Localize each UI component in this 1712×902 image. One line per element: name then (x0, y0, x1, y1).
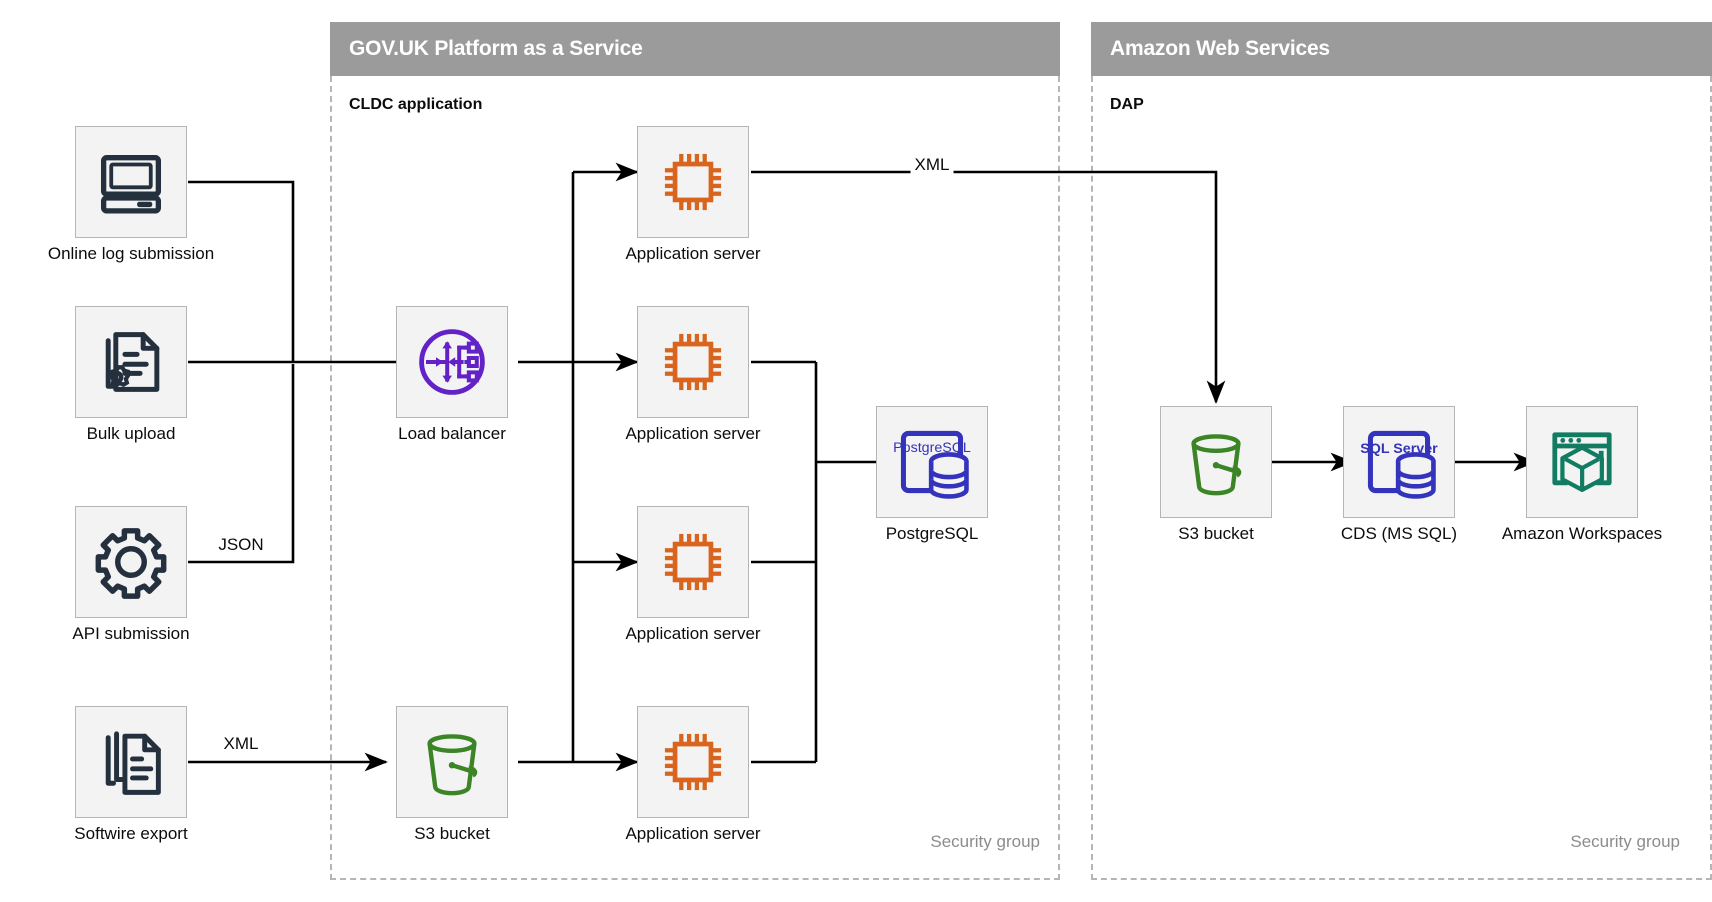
node-box-bulk-upload[interactable] (75, 306, 187, 418)
node-label-postgresql: PostgreSQL (885, 524, 979, 543)
cpu-chip-icon (664, 533, 722, 591)
bucket-icon (1191, 434, 1242, 496)
desktop-computer-icon (100, 155, 162, 214)
node-box-s3-bucket-paas[interactable] (396, 706, 508, 818)
node-box-amazon-workspaces[interactable] (1526, 406, 1638, 518)
postgresql-icon: PostgreSQL (893, 430, 971, 499)
node-label-load-balancer: Load balancer (398, 424, 506, 443)
gear-icon (95, 528, 167, 599)
node-label-s3-bucket-aws: S3 bucket (1178, 524, 1254, 543)
node-label-softwire-export: Softwire export (74, 824, 188, 843)
document-gear-icon (105, 332, 160, 392)
edge-label-xml-transfer: XML (910, 155, 954, 175)
node-box-postgresql[interactable]: PostgreSQL (876, 406, 988, 518)
node-label-app-server-4: Application server (625, 824, 761, 843)
node-label-s3-bucket-paas: S3 bucket (414, 824, 490, 843)
node-box-app-server-1[interactable] (637, 126, 749, 238)
node-box-online-log-submission[interactable] (75, 126, 187, 238)
group-body-paas (330, 76, 1060, 880)
node-label-amazon-workspaces: Amazon Workspaces (1501, 524, 1663, 543)
node-box-app-server-2[interactable] (637, 306, 749, 418)
group-sublabel-cldc-application: CLDC application (349, 96, 483, 113)
cpu-chip-icon (664, 153, 722, 211)
node-label-cds-ms-sql: CDS (MS SQL) (1340, 524, 1458, 543)
cpu-chip-icon (664, 733, 722, 791)
edge-label-json: JSON (214, 535, 268, 555)
node-label-app-server-2: Application server (625, 424, 761, 443)
load-balancer-icon (419, 329, 485, 395)
security-group-label-aws: Security group (1570, 832, 1680, 851)
node-box-cds-ms-sql[interactable]: SQL Server (1343, 406, 1455, 518)
node-box-app-server-4[interactable] (637, 706, 749, 818)
workspaces-icon (1552, 432, 1612, 493)
sql-server-icon: SQL Server (1360, 430, 1438, 499)
group-body-aws (1091, 76, 1712, 880)
postgresql-icon-text: PostgreSQL (893, 440, 971, 456)
node-label-api-submission: API submission (72, 624, 190, 643)
node-label-app-server-1: Application server (625, 244, 761, 263)
node-box-app-server-3[interactable] (637, 506, 749, 618)
group-header-aws: Amazon Web Services (1091, 22, 1712, 76)
node-box-load-balancer[interactable] (396, 306, 508, 418)
node-label-app-server-3: Application server (625, 624, 761, 643)
node-box-api-submission[interactable] (75, 506, 187, 618)
edge-label-xml-source: XML (219, 734, 263, 754)
node-label-bulk-upload: Bulk upload (86, 424, 176, 443)
security-group-label-paas: Security group (930, 832, 1040, 851)
node-box-s3-bucket-aws[interactable] (1160, 406, 1272, 518)
cpu-chip-icon (664, 333, 722, 391)
group-header-paas: GOV.UK Platform as a Service (330, 22, 1060, 76)
node-label-online-log-submission: Online log submission (47, 244, 215, 263)
bucket-icon (427, 734, 478, 796)
group-sublabel-dap: DAP (1110, 96, 1144, 113)
documents-stack-icon (105, 731, 161, 795)
node-box-softwire-export[interactable] (75, 706, 187, 818)
